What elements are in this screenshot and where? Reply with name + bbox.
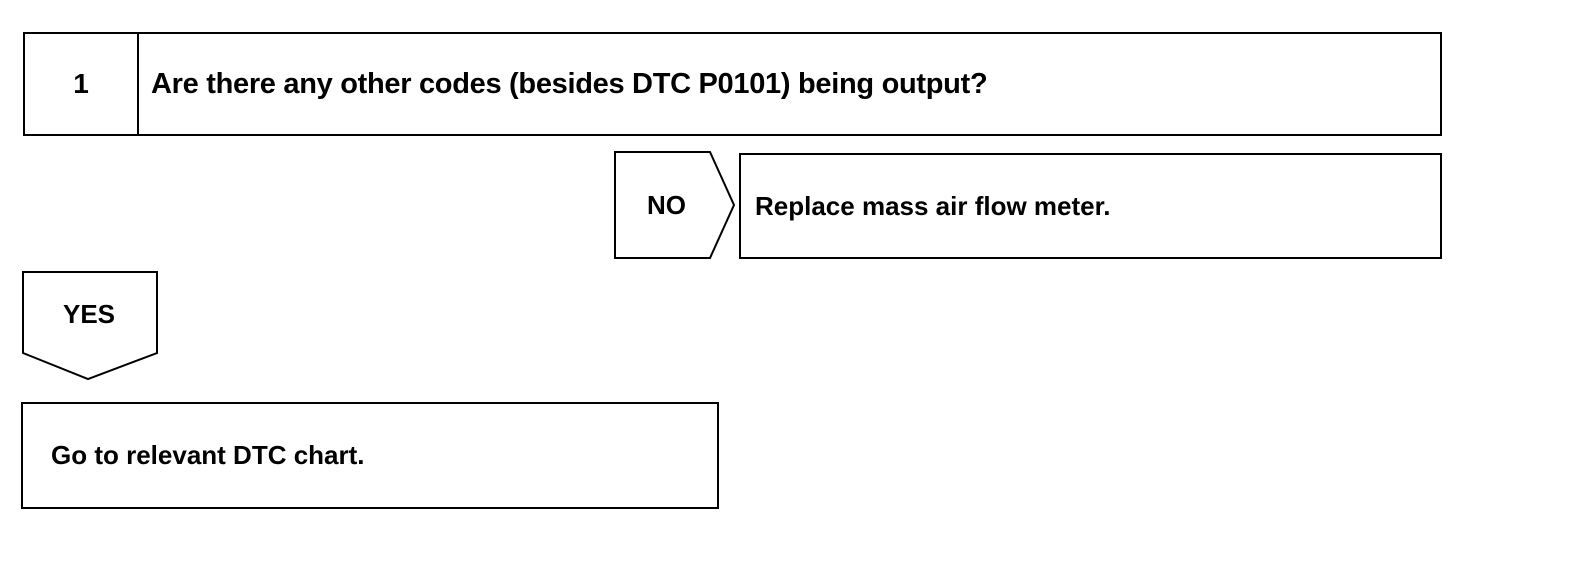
step-box: 1 Are there any other codes (besides DTC…: [23, 32, 1442, 136]
no-arrow-shape: [614, 151, 736, 259]
no-result-box: Replace mass air flow meter.: [739, 153, 1442, 259]
step-number: 1: [25, 34, 139, 134]
yes-label: YES: [62, 298, 116, 329]
yes-result-text: Go to relevant DTC chart.: [51, 440, 365, 470]
yes-result-box: Go to relevant DTC chart.: [21, 402, 719, 509]
no-label: NO: [647, 189, 686, 220]
yes-arrow-shape: [22, 271, 158, 381]
step-question: Are there any other codes (besides DTC P…: [151, 67, 988, 100]
no-result-text: Replace mass air flow meter.: [755, 190, 1111, 221]
